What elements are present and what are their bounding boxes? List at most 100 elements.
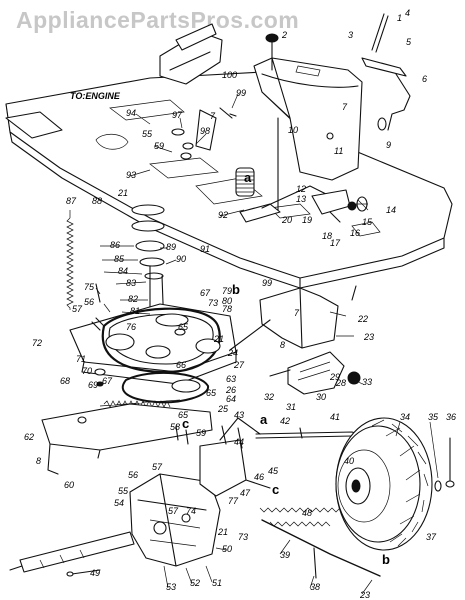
callout-53: 53 — [166, 582, 176, 592]
callout-82: 82 — [128, 294, 138, 304]
callout-100: 100 — [222, 70, 237, 80]
callout-57: 57 — [72, 304, 83, 314]
callout-20: 20 — [281, 215, 292, 225]
callout-66: 66 — [176, 360, 186, 370]
callout-11: 11 — [334, 146, 343, 156]
idler-bolts — [91, 283, 106, 387]
small-hardware — [77, 113, 357, 449]
callout-38: 38 — [310, 582, 320, 592]
callout-5: 5 — [406, 37, 412, 47]
callout-21: 21 — [213, 334, 224, 344]
callout-12: 12 — [296, 184, 306, 194]
callout-10: 10 — [288, 125, 298, 135]
callout-45: 45 — [268, 466, 279, 476]
connection-key-c: c — [182, 416, 189, 431]
lift-knob — [265, 33, 279, 71]
traction-belt — [121, 371, 209, 404]
watermark-text: AppliancePartsPros.com — [16, 7, 299, 33]
axle-bolt — [66, 569, 101, 577]
seat-bracket — [159, 23, 223, 85]
callout-56: 56 — [84, 297, 94, 307]
callout-73: 73 — [238, 532, 248, 542]
callout-35: 35 — [428, 412, 439, 422]
callout-43: 43 — [234, 410, 244, 420]
callout-68: 68 — [60, 376, 70, 386]
brake-pedal — [239, 185, 331, 223]
callout-85: 85 — [114, 254, 125, 264]
callout-30: 30 — [316, 392, 326, 402]
callout-44: 44 — [234, 437, 244, 447]
callout-2: 2 — [281, 30, 287, 40]
console-housing — [253, 57, 363, 181]
callout-65: 65 — [178, 410, 189, 420]
transaxle — [9, 417, 271, 573]
callout-19: 19 — [302, 215, 312, 225]
callout-62: 62 — [24, 432, 34, 442]
callout-65: 65 — [178, 322, 189, 332]
callout-56: 56 — [128, 470, 138, 480]
callout-4: 4 — [405, 8, 410, 18]
idler-spring-upper — [66, 210, 74, 310]
letter-keys: a a b b c c — [182, 170, 390, 567]
callout-17: 17 — [330, 238, 341, 248]
callout-49: 49 — [90, 568, 100, 578]
callout-37: 37 — [426, 532, 437, 542]
brake-spring — [235, 167, 255, 197]
callout-41: 41 — [330, 412, 340, 422]
callout-91: 91 — [200, 244, 210, 254]
callout-46: 46 — [254, 472, 264, 482]
callout-3: 3 — [348, 30, 353, 40]
callout-60: 60 — [64, 480, 74, 490]
callout-97: 97 — [172, 110, 183, 120]
callout-99: 99 — [262, 278, 272, 288]
callout-94: 94 — [126, 108, 136, 118]
callout-57: 57 — [168, 506, 179, 516]
connection-key-b: b — [232, 282, 240, 297]
callout-14: 14 — [386, 205, 396, 215]
callout-98: 98 — [200, 126, 210, 136]
callout-labels: 1 2 3 4 5 6 7 7 7 8 8 9 10 11 12 13 14 1… — [24, 8, 456, 600]
pin-rod — [313, 547, 317, 579]
callout-58: 58 — [170, 422, 180, 432]
shift-lever-assembly — [41, 403, 213, 475]
callout-25: 25 — [217, 404, 229, 414]
callout-80: 80 — [222, 296, 232, 306]
callout-64: 64 — [226, 394, 236, 404]
callout-34: 34 — [400, 412, 410, 422]
callout-24: 24 — [227, 348, 238, 358]
connection-key-b: b — [382, 552, 390, 567]
callout-16: 16 — [350, 228, 360, 238]
callout-88: 88 — [92, 196, 102, 206]
callout-7: 7 — [294, 308, 300, 318]
callout-36: 36 — [446, 412, 456, 422]
leader-lines — [95, 93, 439, 595]
callout-73: 73 — [208, 298, 218, 308]
callout-27: 27 — [233, 360, 245, 370]
callout-99: 99 — [236, 88, 246, 98]
callout-23: 23 — [363, 332, 374, 342]
callout-69: 69 — [88, 380, 98, 390]
callout-89: 89 — [166, 242, 176, 252]
callout-9: 9 — [386, 140, 391, 150]
callout-26: 26 — [225, 385, 236, 395]
callout-7: 7 — [210, 111, 216, 121]
callout-29: 29 — [329, 372, 340, 382]
callout-52: 52 — [190, 578, 200, 588]
brake-bracket — [229, 287, 361, 395]
callout-33: 33 — [362, 377, 372, 387]
callout-59: 59 — [154, 141, 164, 151]
callout-70: 70 — [82, 366, 92, 376]
callout-22: 22 — [357, 314, 368, 324]
callout-50: 50 — [222, 544, 232, 554]
callout-77: 77 — [228, 496, 239, 506]
callout-65: 65 — [206, 388, 217, 398]
return-spring — [259, 507, 345, 513]
callout-54: 54 — [114, 498, 124, 508]
callout-40: 40 — [344, 456, 354, 466]
callout-6: 6 — [422, 74, 427, 84]
callout-7: 7 — [342, 102, 348, 112]
callout-1: 1 — [397, 13, 402, 23]
callout-31: 31 — [286, 402, 296, 412]
